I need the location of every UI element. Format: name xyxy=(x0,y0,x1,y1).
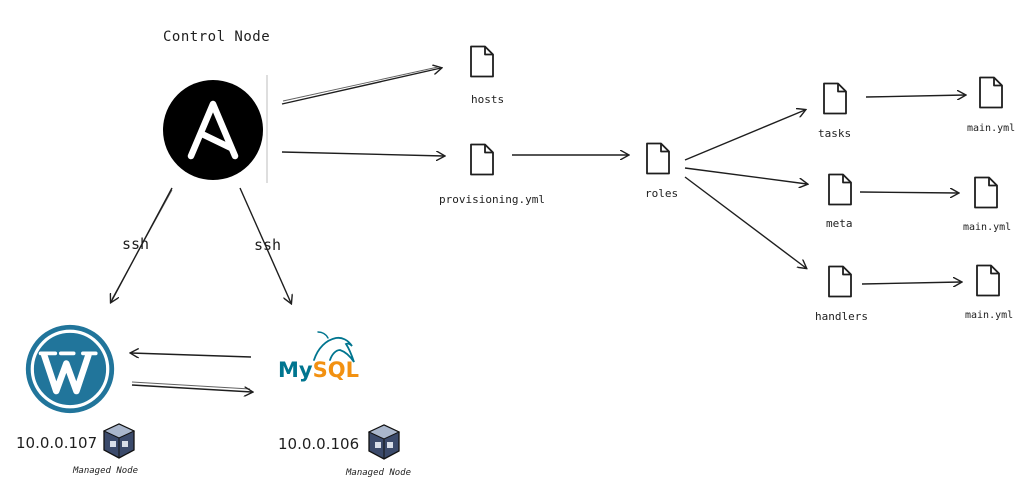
arrow-roles-to-meta xyxy=(684,167,807,184)
tasks-main-label: main.yml xyxy=(967,123,1016,134)
handlers-main-file-icon xyxy=(976,264,1000,297)
virtualbox-icon xyxy=(367,424,401,460)
mysql-dolphin-icon xyxy=(313,331,355,363)
tasks-main-file-icon xyxy=(979,76,1003,109)
tasks-label: tasks xyxy=(818,127,852,140)
wordpress-managed-node-caption: Managed Node xyxy=(73,466,139,476)
mysql-logo-text: MySQL xyxy=(278,358,359,382)
mysql-logo-my: My xyxy=(278,358,313,382)
hosts-label: hosts xyxy=(471,93,505,106)
arrow-mysql-to-wordpress xyxy=(131,353,252,357)
ansible-logo-icon xyxy=(163,80,263,180)
arrow-control-to-hosts xyxy=(281,68,441,105)
control-node-title: Control Node xyxy=(163,29,271,45)
meta-main-label: main.yml xyxy=(963,222,1012,233)
tasks-folder-icon xyxy=(823,82,847,115)
mysql-managed-node-caption: Managed Node xyxy=(346,468,412,478)
meta-main-file-icon xyxy=(974,176,998,209)
virtualbox-icon xyxy=(102,423,136,459)
handlers-folder-icon xyxy=(828,265,852,298)
provisioning-file-icon xyxy=(470,143,494,176)
hosts-file-icon xyxy=(470,45,494,78)
handlers-label: handlers xyxy=(815,310,868,323)
meta-label: meta xyxy=(826,217,853,230)
wordpress-logo-icon xyxy=(25,324,115,414)
arrow-wordpress-to-mysql xyxy=(131,384,252,392)
roles-folder-icon xyxy=(646,142,670,175)
arrow-roles-to-handlers xyxy=(684,176,806,268)
arrow-handlers-to-main xyxy=(861,282,961,284)
arrow-control-to-provisioning xyxy=(281,152,444,156)
ssh-label-wordpress: ssh xyxy=(122,235,150,253)
provisioning-label: provisioning.yml xyxy=(439,193,545,206)
arrow-control-ssh-mysql xyxy=(239,187,291,303)
arrow-tasks-to-main xyxy=(865,95,965,97)
arrow-meta-to-main xyxy=(859,192,958,193)
arrow-roles-to-tasks xyxy=(684,110,805,161)
handlers-main-label: main.yml xyxy=(965,310,1014,321)
roles-label: roles xyxy=(645,187,679,200)
mysql-ip: 10.0.0.106 xyxy=(278,435,360,453)
mysql-logo-sql: SQL xyxy=(312,358,359,382)
meta-folder-icon xyxy=(828,173,852,206)
ssh-label-mysql: ssh xyxy=(254,236,282,254)
wordpress-ip: 10.0.0.107 xyxy=(16,434,98,452)
